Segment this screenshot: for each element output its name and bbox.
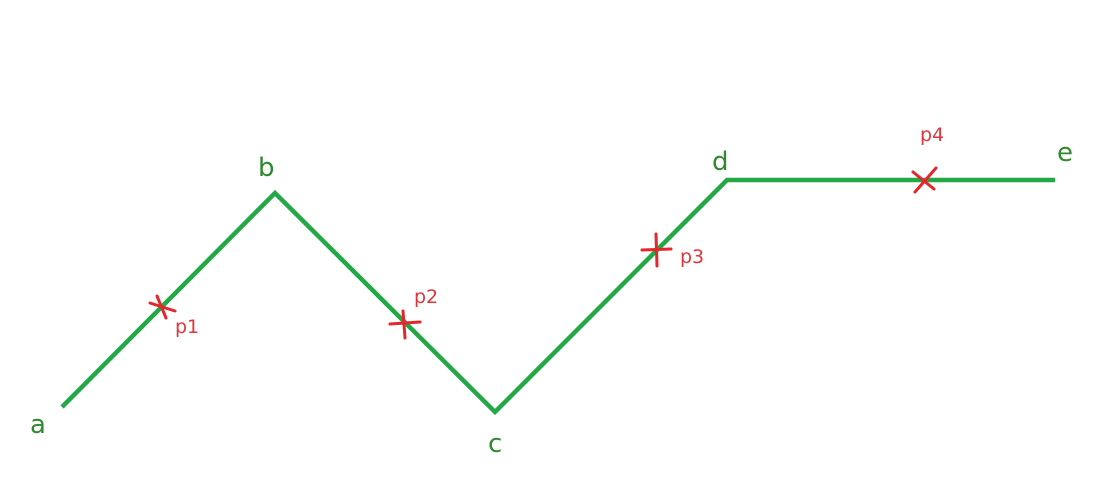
point-label-p2: p2: [414, 286, 438, 308]
point-label-p3: p3: [680, 246, 704, 268]
vertex-label-a: a: [30, 410, 46, 440]
vertex-label-e: e: [1057, 138, 1073, 168]
point-marker-p1: [148, 294, 177, 320]
polyline-path: [60, 177, 1055, 416]
vertex-label-d: d: [712, 147, 729, 177]
vertex-label-c: c: [488, 429, 502, 459]
point-label-p1: p1: [175, 316, 199, 338]
vertex-label-b: b: [258, 153, 275, 183]
point-marker-p3: [640, 232, 673, 268]
point-label-p4: p4: [920, 124, 944, 146]
point-marker-p4: [911, 166, 938, 194]
point-marker-p2: [388, 309, 422, 340]
